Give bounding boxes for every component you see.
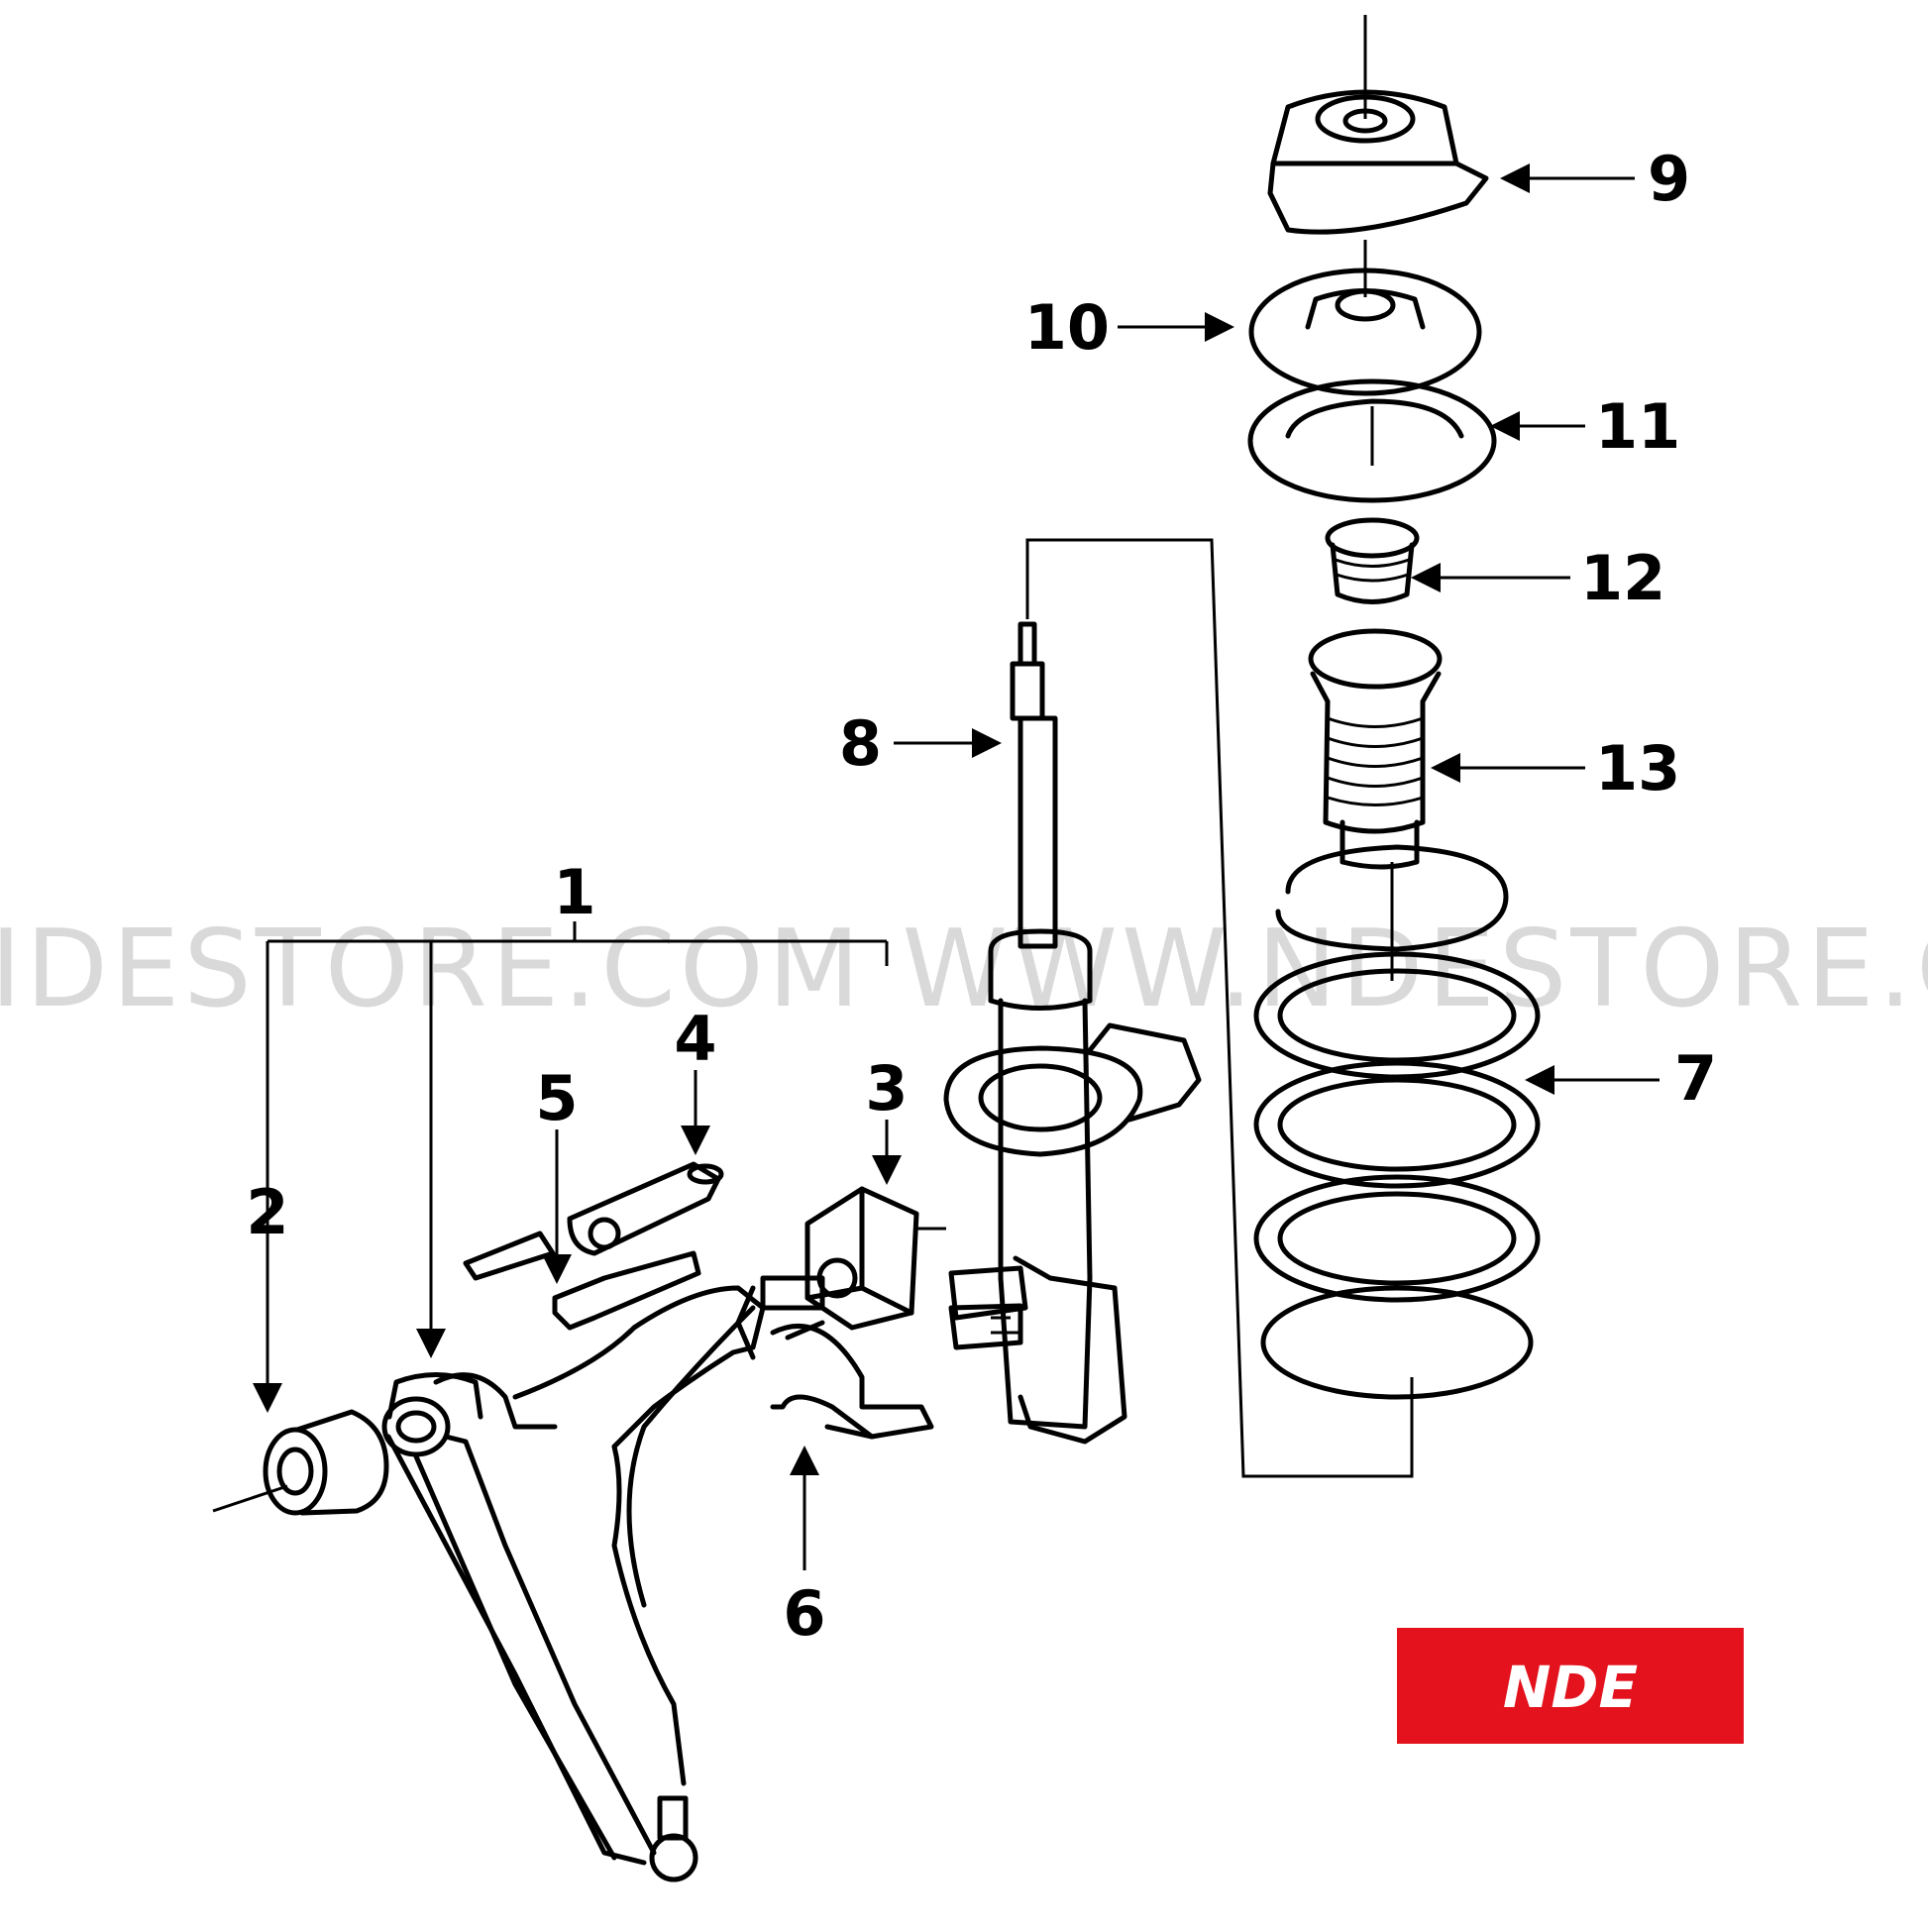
callout-1: 1 bbox=[553, 856, 595, 928]
callout-10: 10 bbox=[1024, 291, 1110, 364]
dust-boot bbox=[1308, 628, 1443, 870]
strut-mount bbox=[1267, 15, 1489, 235]
assembly-bracket bbox=[1025, 538, 1414, 1478]
callout-9: 9 bbox=[1648, 143, 1690, 215]
callout-leaders bbox=[253, 163, 1660, 1570]
coil-spring bbox=[1253, 844, 1541, 1400]
logo-badge bbox=[1397, 1628, 1744, 1744]
callout-11: 11 bbox=[1595, 390, 1680, 463]
logo-text: NDE bbox=[1503, 1654, 1638, 1721]
callout-5: 5 bbox=[535, 1062, 578, 1134]
callout-2: 2 bbox=[246, 1176, 288, 1248]
callout-6: 6 bbox=[783, 1577, 825, 1650]
callout-7: 7 bbox=[1674, 1042, 1717, 1115]
bump-stop bbox=[1325, 517, 1420, 604]
watermark-text: IDESTORE.COM WWW.NDESTORE.COM WWW.NDESTO… bbox=[0, 908, 1928, 1031]
bushing-rear bbox=[212, 1409, 389, 1516]
strut-bearing bbox=[1248, 240, 1482, 396]
spring-seat bbox=[1247, 378, 1497, 503]
callout-4: 4 bbox=[674, 1003, 716, 1075]
stabilizer-link bbox=[463, 1161, 724, 1331]
callout-3: 3 bbox=[865, 1052, 908, 1125]
control-arm bbox=[381, 1275, 825, 1882]
callout-8: 8 bbox=[839, 707, 882, 780]
callout-12: 12 bbox=[1580, 542, 1665, 614]
callout-13: 13 bbox=[1595, 732, 1680, 805]
strut-assembly bbox=[943, 621, 1202, 1445]
bushing-clamp bbox=[770, 1320, 934, 1440]
nde-logo: NDE bbox=[1397, 1628, 1744, 1744]
bushing-front bbox=[804, 1186, 946, 1331]
